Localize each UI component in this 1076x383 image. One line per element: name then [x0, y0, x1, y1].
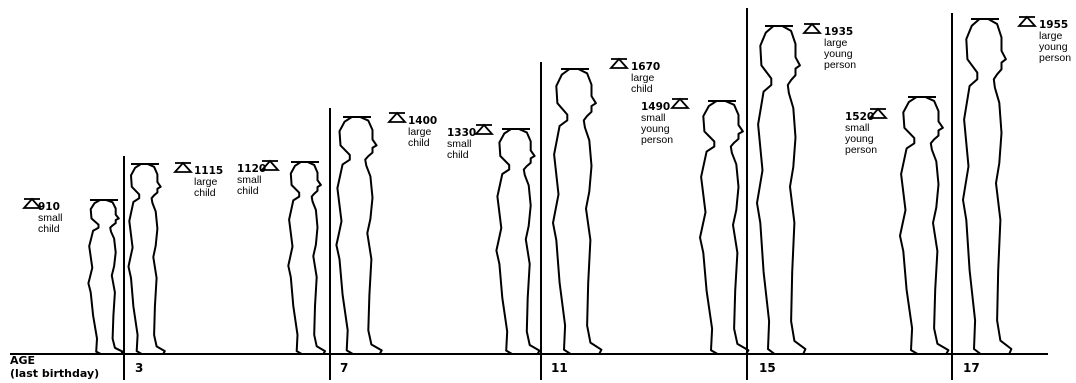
height-value: 1330 [447, 127, 476, 139]
figure-silhouette-a17-large [962, 18, 1013, 355]
height-value: 910 [38, 201, 60, 213]
age-axis-subtitle: (last birthday) [10, 367, 99, 380]
height-marker-icon [669, 97, 691, 109]
height-value: 1115 [194, 165, 223, 177]
age-label-7: 7 [340, 361, 348, 375]
height-marker-icon [867, 107, 889, 119]
size-description: young [641, 123, 670, 135]
age-label-15: 15 [759, 361, 776, 375]
size-description: person [1039, 52, 1071, 64]
height-value: 1670 [631, 61, 660, 73]
height-value: 1400 [408, 115, 437, 127]
figure-silhouette-a11-small [495, 128, 541, 355]
size-description: child [237, 185, 259, 197]
figure-silhouette-a15-large [756, 25, 807, 355]
age-axis-title: AGE [10, 354, 35, 367]
height-value: 1490 [641, 101, 670, 113]
size-description: child [631, 83, 653, 95]
figure-silhouette-a3-small [87, 199, 124, 355]
size-description: person [845, 144, 877, 156]
age-label-11: 11 [551, 361, 568, 375]
size-description: large [408, 126, 432, 138]
size-description: large [1039, 30, 1063, 42]
height-marker-icon [172, 161, 194, 173]
size-description: large [194, 176, 218, 188]
size-description: large [631, 72, 655, 84]
size-description: small [447, 138, 472, 150]
size-description: small [641, 112, 666, 124]
size-description: child [408, 137, 430, 149]
size-description: child [447, 149, 469, 161]
figure-silhouette-a17-small [899, 96, 950, 355]
size-description: young [845, 133, 874, 145]
figure-silhouette-a3-large [127, 163, 166, 355]
labels-layer: 910smallchild1115largechild1120smallchil… [21, 15, 1071, 235]
size-description: small [237, 174, 262, 186]
size-description: young [1039, 41, 1068, 53]
size-description: young [824, 48, 853, 60]
height-value: 1935 [824, 26, 853, 38]
height-marker-icon [608, 57, 630, 69]
figure-silhouette-a11-large [552, 68, 603, 355]
size-description: child [194, 187, 216, 199]
size-description: large [824, 37, 848, 49]
dividers-layer [123, 8, 953, 380]
size-description: small [845, 122, 870, 134]
age-label-3: 3 [135, 361, 143, 375]
figure-silhouette-a7-small [287, 161, 326, 355]
figures-layer [87, 18, 1013, 355]
figure-silhouette-a15-small [699, 100, 750, 355]
height-value: 1955 [1039, 19, 1068, 31]
size-description: child [38, 223, 60, 235]
height-value: 1520 [845, 111, 874, 123]
height-marker-icon [259, 159, 281, 171]
size-description: small [38, 212, 63, 224]
height-marker-icon [21, 197, 43, 209]
height-marker-icon [473, 123, 495, 135]
height-marker-icon [1016, 15, 1038, 27]
age-label-17: 17 [963, 361, 980, 375]
height-marker-icon [801, 22, 823, 34]
height-marker-icon [386, 111, 408, 123]
height-value: 1120 [237, 163, 266, 175]
figure-silhouette-a7-large [335, 116, 383, 355]
size-description: person [824, 59, 856, 71]
size-description: person [641, 134, 673, 146]
